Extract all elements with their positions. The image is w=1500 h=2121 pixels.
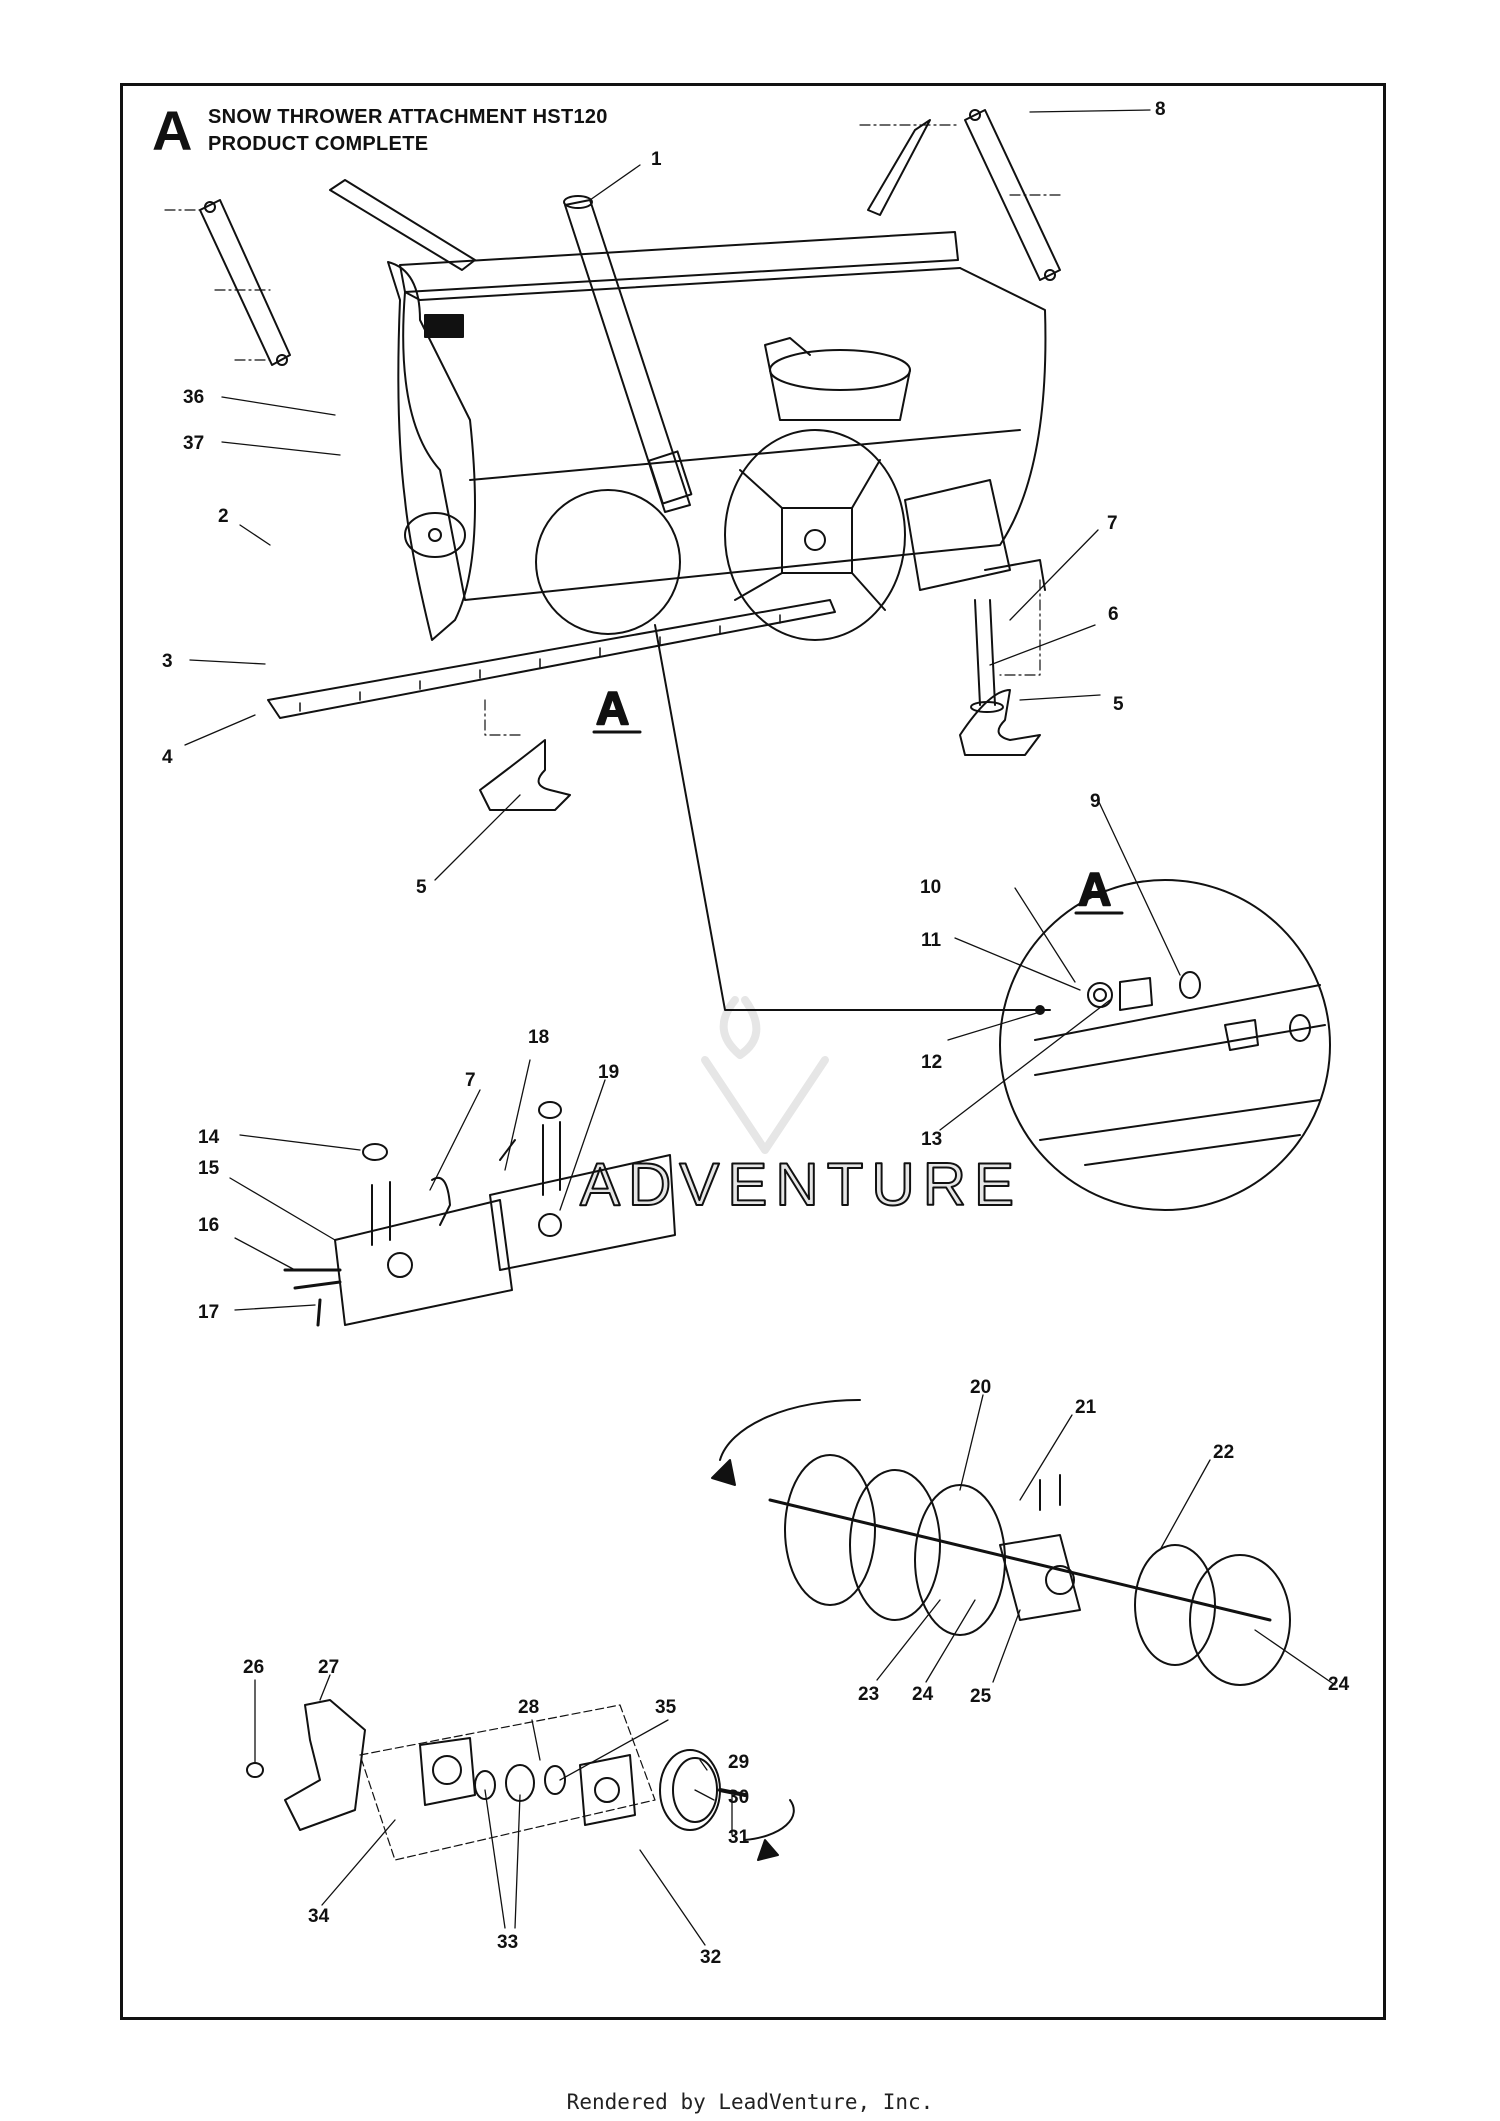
callout-13: 13 bbox=[921, 1129, 942, 1150]
scraper-bar bbox=[267, 599, 836, 719]
callout-6: 6 bbox=[1108, 604, 1119, 625]
callout-leaders bbox=[184, 109, 1336, 1946]
callout-29: 29 bbox=[728, 1752, 749, 1773]
watermark-text: ADVENTURE bbox=[580, 1151, 1022, 1218]
callout-18: 18 bbox=[528, 1027, 549, 1048]
detail-a-label: A bbox=[1078, 863, 1111, 915]
section-letter: A bbox=[152, 99, 193, 162]
callout-7-stand: 7 bbox=[465, 1070, 476, 1091]
footer-credit: Rendered by LeadVenture, Inc. bbox=[566, 2090, 934, 2114]
callout-24-right: 24 bbox=[1328, 1674, 1350, 1695]
callout-14: 14 bbox=[198, 1127, 220, 1148]
auger-assembly bbox=[711, 1398, 1291, 1686]
callout-22: 22 bbox=[1213, 1442, 1234, 1463]
callout-21: 21 bbox=[1075, 1397, 1097, 1418]
callout-26: 26 bbox=[243, 1657, 264, 1678]
callout-17: 17 bbox=[198, 1302, 219, 1323]
callout-30: 30 bbox=[728, 1787, 749, 1808]
callout-32: 32 bbox=[700, 1947, 721, 1968]
callout-27: 27 bbox=[318, 1657, 339, 1678]
callout-28: 28 bbox=[518, 1697, 539, 1718]
callout-34: 34 bbox=[308, 1906, 330, 1927]
skid-shoe-left bbox=[479, 739, 571, 811]
stand-assembly bbox=[904, 479, 1046, 713]
section-a-label: A bbox=[596, 682, 629, 734]
callout-37: 37 bbox=[183, 433, 204, 454]
callout-9: 9 bbox=[1090, 791, 1101, 812]
callout-16: 16 bbox=[198, 1215, 219, 1236]
callout-31: 31 bbox=[728, 1827, 750, 1848]
callout-7: 7 bbox=[1107, 513, 1118, 534]
callout-5-left: 5 bbox=[416, 877, 427, 898]
diagram-title: SNOW THROWER ATTACHMENT HST120 bbox=[208, 106, 608, 128]
diagram-subtitle: PRODUCT COMPLETE bbox=[208, 133, 429, 155]
callout-23: 23 bbox=[858, 1684, 879, 1705]
diagram-frame bbox=[120, 83, 1386, 2020]
callout-2: 2 bbox=[218, 506, 229, 527]
callout-24-left: 24 bbox=[912, 1684, 934, 1705]
impeller-disc bbox=[724, 429, 906, 641]
callout-35: 35 bbox=[655, 1697, 677, 1718]
callout-36: 36 bbox=[183, 387, 204, 408]
snow-thrower-housing bbox=[387, 231, 1047, 641]
chute-base bbox=[764, 337, 911, 421]
callout-25: 25 bbox=[970, 1686, 992, 1707]
stand-bracket-left bbox=[283, 1143, 513, 1327]
lift-arm-left bbox=[164, 179, 476, 366]
callout-11: 11 bbox=[921, 930, 942, 951]
lift-arm-right bbox=[859, 109, 1061, 281]
callout-12: 12 bbox=[921, 1052, 942, 1073]
callout-20: 20 bbox=[970, 1377, 991, 1398]
callout-1: 1 bbox=[651, 149, 662, 170]
callout-15: 15 bbox=[198, 1158, 220, 1179]
callout-33: 33 bbox=[497, 1932, 518, 1953]
callout-numbers: 1 2 3 4 5 5 6 7 8 9 10 11 12 13 14 15 16… bbox=[162, 99, 1350, 1968]
callout-3: 3 bbox=[162, 651, 173, 672]
gearbox-exploded bbox=[246, 1699, 795, 1861]
chute-control-rod bbox=[563, 195, 693, 513]
callout-4: 4 bbox=[162, 747, 173, 768]
skid-shoe-right bbox=[959, 689, 1041, 756]
stand-bracket-right bbox=[489, 1101, 676, 1271]
detail-a-view bbox=[999, 879, 1331, 1211]
callout-10: 10 bbox=[920, 877, 941, 898]
watermark-logo bbox=[701, 996, 829, 1154]
callout-8: 8 bbox=[1155, 99, 1166, 120]
callout-5-right: 5 bbox=[1113, 694, 1124, 715]
callout-19: 19 bbox=[598, 1062, 619, 1083]
